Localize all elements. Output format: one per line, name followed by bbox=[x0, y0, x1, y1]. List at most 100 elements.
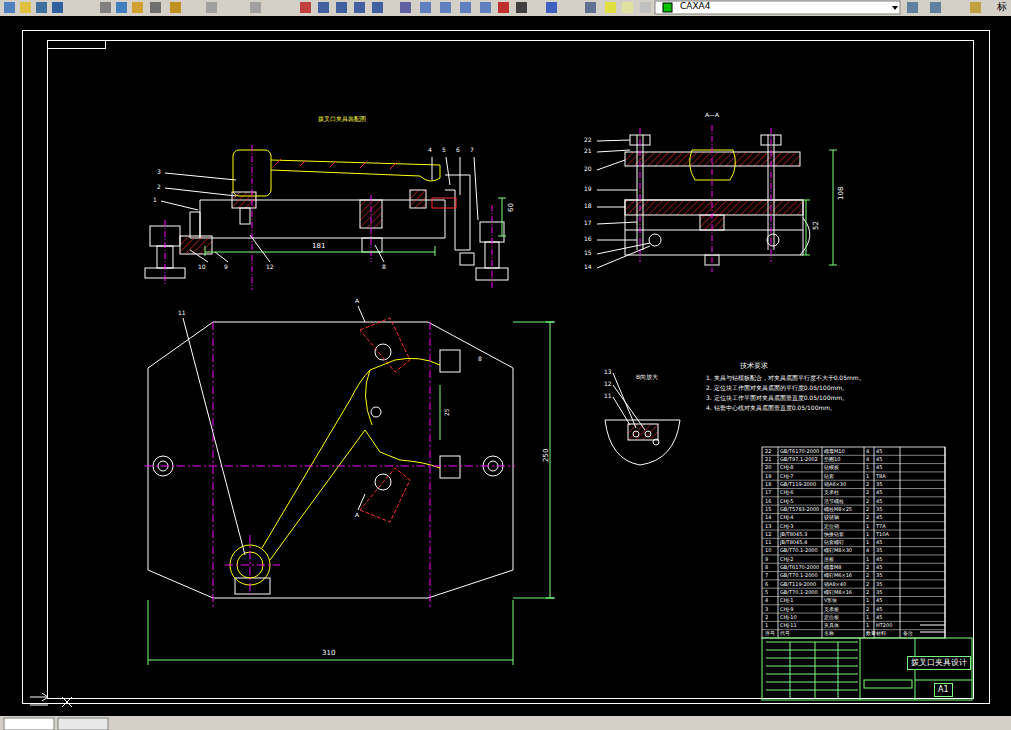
drawing-text: 技术要求 bbox=[740, 363, 768, 370]
table-cell: 支承板 bbox=[824, 607, 839, 612]
drawing-text: 181 bbox=[312, 243, 325, 250]
table-cell: 17 bbox=[765, 490, 771, 495]
table-cell: 支承柱 bbox=[824, 490, 839, 495]
table-cell: JB/T8045.4 bbox=[780, 540, 807, 545]
drawing-text: 2. 定位块工作面对夹具底面的平行度0.05/100mm。 bbox=[706, 385, 848, 391]
drawing-text: 25 bbox=[444, 408, 450, 416]
drawing-text: 11 bbox=[178, 310, 186, 316]
leader-line bbox=[161, 157, 478, 262]
table-cell: 12 bbox=[765, 532, 771, 537]
table-cell: 45 bbox=[876, 449, 882, 454]
table-cell: 4 bbox=[866, 457, 869, 462]
section-hatch bbox=[275, 159, 396, 169]
table-cell: 4 bbox=[866, 548, 869, 553]
drawing-text: 9 bbox=[224, 264, 228, 270]
row-line bbox=[762, 629, 945, 630]
drawing-text: 1. 夹具与钻模板配合，对夹具底面平行度不大于0.05mm。 bbox=[706, 375, 865, 381]
table-cell: 备注 bbox=[903, 631, 913, 636]
row-line bbox=[762, 471, 945, 472]
table-cell: 2 bbox=[866, 607, 869, 612]
drawing-text: 52 bbox=[813, 221, 820, 230]
drawing-text: A—A bbox=[705, 112, 719, 118]
table-cell: 螺钉M8×30 bbox=[824, 548, 852, 553]
centerline bbox=[145, 322, 515, 610]
table-cell: 2 bbox=[866, 565, 869, 570]
table-cell: 螺钉M6×16 bbox=[824, 573, 852, 578]
drawing-text: B向放大 bbox=[636, 374, 658, 380]
drawing-text: 17 bbox=[584, 220, 592, 226]
table-cell: CHJ-7 bbox=[780, 474, 794, 479]
table-cell: 垫圈10 bbox=[824, 457, 840, 462]
row-line bbox=[762, 513, 945, 514]
row-line bbox=[762, 505, 945, 506]
table-cell: 35 bbox=[876, 548, 882, 553]
table-cell: 35 bbox=[876, 482, 882, 487]
toolbar-text: 标 bbox=[997, 2, 1007, 12]
hidden-outline bbox=[360, 318, 410, 522]
drawing-text: 22 bbox=[584, 137, 592, 143]
parts-list bbox=[762, 447, 945, 638]
row-line bbox=[762, 613, 945, 614]
drawing-text: 8 bbox=[478, 356, 482, 362]
drawing-text: 18 bbox=[584, 203, 592, 209]
table-cell: 名称 bbox=[824, 631, 834, 636]
drawing-text: 310 bbox=[322, 650, 335, 657]
table-cell: 11 bbox=[765, 540, 771, 545]
parts-list-rows bbox=[762, 455, 945, 629]
table-cell: 21 bbox=[765, 457, 771, 462]
title-block bbox=[762, 638, 972, 700]
table-cell: 45 bbox=[876, 499, 882, 504]
table-cell: 1 bbox=[866, 623, 869, 628]
table-cell: 压板 bbox=[824, 557, 834, 562]
table-cell: 钻模板 bbox=[824, 465, 839, 470]
table-cell: 45 bbox=[876, 457, 882, 462]
table-cell: 45 bbox=[876, 490, 882, 495]
table-cell: 8 bbox=[765, 565, 768, 570]
leader-line bbox=[597, 140, 650, 268]
table-cell: CHJ-11 bbox=[780, 623, 797, 628]
row-line bbox=[762, 596, 945, 597]
tab bbox=[58, 718, 108, 730]
workpiece-front bbox=[233, 150, 440, 196]
drawing-text: 108 bbox=[838, 187, 845, 200]
table-cell: 20 bbox=[765, 465, 771, 470]
toolbar-text: CAXA4 bbox=[680, 2, 711, 11]
table-cell: 2 bbox=[866, 573, 869, 578]
table-cell: 45 bbox=[876, 615, 882, 620]
table-cell: 定位板 bbox=[824, 615, 839, 620]
centerline bbox=[165, 145, 492, 290]
table-cell: CHJ-5 bbox=[780, 499, 794, 504]
table-cell: GB/T70.1-2000 bbox=[780, 548, 818, 553]
table-cell: 1 bbox=[866, 465, 869, 470]
table-cell: 2 bbox=[866, 590, 869, 595]
drawing-text: 11 bbox=[604, 393, 612, 399]
table-cell: GB/T97.1-2002 bbox=[780, 457, 818, 462]
table-cell: 1 bbox=[866, 524, 869, 529]
row-line bbox=[762, 604, 945, 605]
row-line bbox=[762, 546, 945, 547]
title-text: 拨叉口夹具设计 bbox=[911, 659, 967, 667]
table-cell: GB/T70.1-2000 bbox=[780, 590, 818, 595]
table-cell: 快换钻套 bbox=[824, 532, 844, 537]
drawing-text: 拨叉口夹具装配图 bbox=[318, 116, 366, 122]
table-cell: 螺母M10 bbox=[824, 449, 845, 454]
table-cell: GB/T6170-2000 bbox=[780, 449, 819, 454]
drawing-text: A bbox=[355, 298, 359, 304]
table-cell: 9 bbox=[765, 557, 768, 562]
row-line bbox=[762, 463, 945, 464]
table-cell: 45 bbox=[876, 598, 882, 603]
plan-view bbox=[148, 322, 513, 598]
table-cell: 数量 bbox=[866, 631, 876, 636]
front-view bbox=[145, 175, 508, 280]
tab-bar bbox=[0, 716, 1011, 730]
table-cell: 13 bbox=[765, 524, 771, 529]
drawing-text: 10 bbox=[198, 264, 206, 270]
table-cell: 螺母M8 bbox=[824, 565, 842, 570]
table-cell: CHJ-9 bbox=[780, 607, 794, 612]
row-line bbox=[762, 571, 945, 572]
table-cell: CHJ-3 bbox=[780, 524, 794, 529]
workpiece-side bbox=[690, 150, 736, 180]
table-cell: HT200 bbox=[876, 623, 892, 628]
table-cell: 4 bbox=[866, 449, 869, 454]
table-cell: V形块 bbox=[824, 598, 837, 603]
